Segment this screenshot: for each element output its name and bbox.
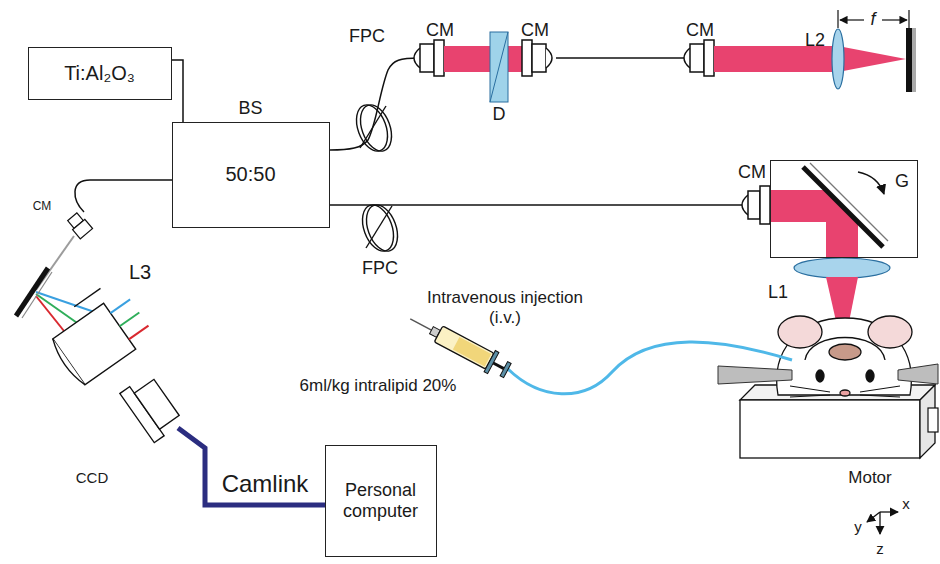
fpc-coil xyxy=(357,201,404,256)
part-label: CM xyxy=(426,20,454,41)
galvo-mirror xyxy=(803,163,888,247)
focused-beam xyxy=(838,46,906,72)
collimator xyxy=(684,40,714,76)
box-text: Personal computer xyxy=(333,480,429,521)
cable-label: Camlink xyxy=(222,470,309,498)
collimator xyxy=(414,40,444,76)
collimator xyxy=(522,40,552,76)
axes xyxy=(867,512,898,534)
part-label: L1 xyxy=(768,282,788,303)
laser-beam xyxy=(444,46,522,72)
part-label: Motor xyxy=(848,468,891,488)
lens-l1 xyxy=(794,258,890,278)
beam-splitter-box: BS50:50 xyxy=(172,122,330,228)
computer-box: Personal computer xyxy=(325,445,437,557)
part-label: CM xyxy=(521,20,549,41)
scan-beam xyxy=(771,190,858,262)
collimator xyxy=(66,212,92,239)
fpc-coil xyxy=(351,101,398,156)
laser-beam xyxy=(714,46,838,72)
ear-bars xyxy=(718,364,938,384)
part-label: FPC xyxy=(362,258,398,279)
part-label: CM xyxy=(686,20,714,41)
optical-fiber xyxy=(172,60,183,122)
camlink-cable xyxy=(178,428,325,505)
box-heading: BS xyxy=(238,98,262,119)
dimension-label: f xyxy=(870,9,875,30)
fiber xyxy=(75,180,172,212)
reference-mirror xyxy=(906,28,916,92)
note-label: 6ml/kg intralipid 20% xyxy=(300,376,457,396)
part-label: CM xyxy=(738,162,766,183)
box-text: Ti:Al₂O₃ xyxy=(64,62,135,85)
fiber xyxy=(330,58,420,150)
mouse xyxy=(777,316,912,397)
grating xyxy=(16,268,52,318)
part-label: D xyxy=(493,104,506,125)
box-text: 50:50 xyxy=(225,163,275,186)
dispersion-plate xyxy=(490,32,508,102)
axis-label: y xyxy=(854,518,862,535)
iv-tube xyxy=(505,342,792,394)
lens-l3 xyxy=(41,278,156,388)
optical-fiber xyxy=(330,204,770,206)
galvo-scanner-box: G xyxy=(770,160,918,258)
part-label: CCD xyxy=(76,469,109,486)
collimator xyxy=(742,186,770,224)
note-label: Intravenous injection (i.v.) xyxy=(410,288,600,327)
part-label: FPC xyxy=(349,26,385,47)
part-label: CM xyxy=(33,200,52,214)
ccd-camera xyxy=(120,373,184,443)
part-label: L3 xyxy=(129,261,151,284)
part-label: L2 xyxy=(805,30,825,51)
fiber xyxy=(556,57,690,59)
box-text: G xyxy=(895,171,909,192)
mouse-stage xyxy=(740,385,938,458)
axis-label: z xyxy=(876,540,884,557)
lens-l2 xyxy=(832,29,844,89)
axis-label: x xyxy=(902,495,910,512)
laser-box: Ti:Al₂O₃ xyxy=(28,47,172,100)
